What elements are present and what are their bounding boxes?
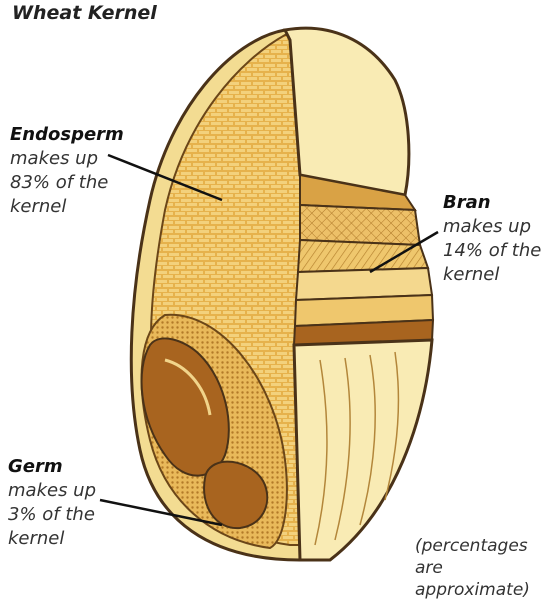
endosperm-label: Endosperm makes up 83% of the kernel bbox=[10, 123, 124, 219]
bran-line1: makes up bbox=[443, 215, 541, 239]
note-line2: are approximate) bbox=[415, 557, 547, 601]
bran-name: Bran bbox=[443, 191, 541, 215]
endosperm-line2: 83% of the bbox=[10, 171, 124, 195]
bran-layer-2 bbox=[300, 205, 420, 245]
note-line1: (percentages bbox=[415, 535, 547, 557]
bran-label: Bran makes up 14% of the kernel bbox=[443, 191, 541, 287]
approximate-note: (percentages are approximate) bbox=[415, 535, 547, 601]
bran-layer-3 bbox=[298, 240, 428, 272]
bran-top-cap bbox=[285, 28, 409, 195]
germ-line2: 3% of the bbox=[8, 503, 96, 527]
bran-line2: 14% of the bbox=[443, 239, 541, 263]
germ-name: Germ bbox=[8, 455, 96, 479]
diagram-title: Wheat Kernel bbox=[12, 2, 157, 24]
endosperm-line3: kernel bbox=[10, 195, 124, 219]
endosperm-line1: makes up bbox=[10, 147, 124, 171]
germ-line3: kernel bbox=[8, 527, 96, 551]
bran-line3: kernel bbox=[443, 263, 541, 287]
endosperm-name: Endosperm bbox=[10, 123, 124, 147]
germ-label: Germ makes up 3% of the kernel bbox=[8, 455, 96, 551]
bran-outer-husk bbox=[294, 340, 432, 560]
germ-line1: makes up bbox=[8, 479, 96, 503]
